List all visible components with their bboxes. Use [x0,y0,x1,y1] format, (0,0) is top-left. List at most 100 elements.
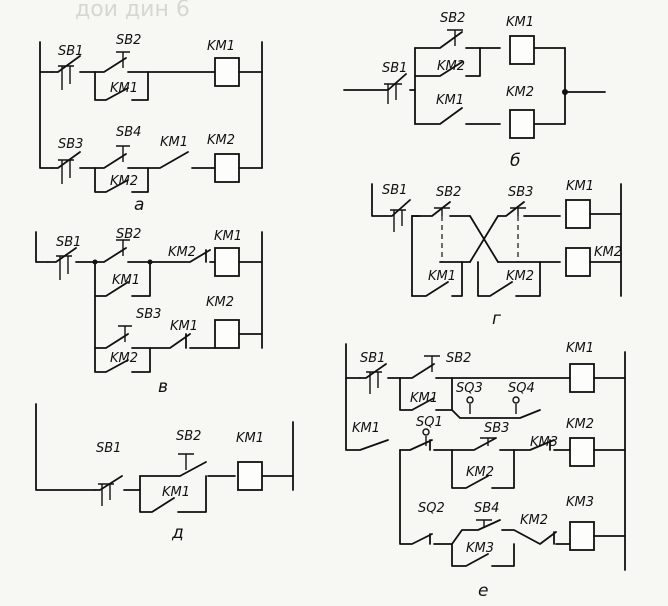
label-sb4: SB4 [116,125,141,140]
sb4-km2-contacts [451,519,571,545]
label-km2-coil: KM2 [566,417,594,432]
sq1-contact [399,439,453,451]
label-sb1: SB1 [360,351,385,366]
label-sb2: SB2 [446,351,471,366]
diagram-v: SB1 SB2 KM1 KM2 KM1 SB3 KM2 KM1 KM2 в [35,227,263,397]
label-km3-coil: KM3 [566,495,594,510]
sb4-pushbutton-icon [116,145,130,162]
sq4-limit-switch-icon [512,396,520,404]
label-km1-coil: KM1 [506,15,534,30]
diagram-b: SB1 SB2 KM1 KM2 KM1 KM2 б [343,11,606,171]
sb4-pushbutton-icon [476,519,492,528]
km1-coil [569,363,595,393]
caption-g: г [492,309,501,329]
km2-hold-contact [451,449,515,489]
km1-contact [414,107,566,125]
label-km2-coil: KM2 [594,245,622,260]
label-km1-interlock: KM1 [160,135,188,150]
sq3-limit-switch-icon [466,396,474,404]
sb3-km3-contacts [451,437,571,451]
label-sq3: SQ3 [456,381,483,396]
label-km2-coil: KM2 [506,85,534,100]
label-sb2: SB2 [440,11,465,26]
label-km1-coil: KM1 [566,179,594,194]
label-km2-contact: KM2 [466,465,494,480]
sb2-contact [399,363,571,379]
background-scribble: дои дин 6 [75,0,190,22]
km2-coil [214,319,240,349]
label-km1-coil: KM1 [566,341,594,356]
label-km2-interlock: KM2 [520,513,548,528]
label-km2-contact: KM2 [110,351,138,366]
sb1-pushbutton-icon [56,255,72,280]
km2-hold-contact [477,261,541,297]
crossover-wires [469,215,499,263]
sb1-contact [47,247,77,263]
sb3-contact [94,295,129,349]
label-sb3: SB3 [484,421,509,436]
sb2-contact [411,201,471,217]
sq3-sq4-chain [451,409,541,419]
label-sb2: SB2 [116,227,141,242]
sb2-pushbutton-icon [447,29,463,46]
sb1-pushbutton-icon [58,65,74,90]
label-sb3: SB3 [136,307,161,322]
label-sq1: SQ1 [416,415,443,430]
km1-hold-contact [411,261,463,297]
km2-coil [565,247,591,277]
sb3-pushbutton-icon [118,325,132,342]
label-km1-contact: KM1 [410,391,438,406]
left-rail [35,231,49,263]
diagram-e: SB1 SB2 KM1 KM1 SQ3 SQ4 KM1 SQ1 SB3 KM3 … [345,341,626,601]
label-km1-coil: KM1 [207,39,235,54]
km2-coil [569,437,595,467]
label-sq4: SQ4 [508,381,535,396]
label-km2-coil: KM2 [206,295,234,310]
sb3-contact [51,151,81,169]
label-km1-contact: KM1 [428,269,456,284]
km1-hold-contact [139,475,207,513]
sb2-pushbutton-icon [424,355,440,372]
sb2-pushbutton-icon [116,239,130,256]
label-km1-contact: KM1 [112,273,140,288]
sq1-limit-switch-icon [422,428,430,436]
sb1-pushbutton-icon [390,209,406,232]
km2-coil [509,109,535,139]
sb1-contact [51,55,81,73]
label-sb3: SB3 [508,185,533,200]
sb1-pushbutton-icon [384,83,402,104]
label-sq2: SQ2 [418,501,445,516]
label-km1-coil: KM1 [214,229,242,244]
label-sb1: SB1 [56,235,81,250]
sb3-pushbutton-icon [480,437,496,446]
label-km1-interlock: KM1 [170,319,198,334]
km3-hold-contact [451,543,515,567]
left-rail [35,403,96,491]
label-km2-coil: KM2 [207,133,235,148]
caption-e: е [478,581,488,601]
sb2-pushbutton-icon [178,453,194,470]
left-rail [39,41,53,73]
km2-coil [214,153,240,183]
diagram-d: SB1 SB2 KM1 KM1 д [35,403,294,543]
sb1-contact [343,73,416,91]
sb3-contact [497,201,561,217]
caption-d: д [171,523,184,543]
label-sb1: SB1 [96,441,121,456]
km3-coil [569,521,595,551]
diagram-g: SB1 SB2 SB3 KM1 KM2 KM1 KM2 г [371,179,622,329]
label-sb3: SB3 [58,137,83,152]
km1-coil [214,57,240,87]
label-sb1: SB1 [382,61,407,76]
sb4-contact [79,153,127,169]
label-km2-interlock: KM2 [168,245,196,260]
label-sb2: SB2 [436,185,461,200]
km1-hold-contact [94,71,149,101]
label-km2-contact: KM2 [437,59,465,74]
caption-a: а [134,195,144,215]
km1-left-contact [345,377,389,451]
km1-interlock-contact [127,151,216,169]
label-km1-contact: KM1 [436,93,464,108]
km1-coil [237,461,263,491]
